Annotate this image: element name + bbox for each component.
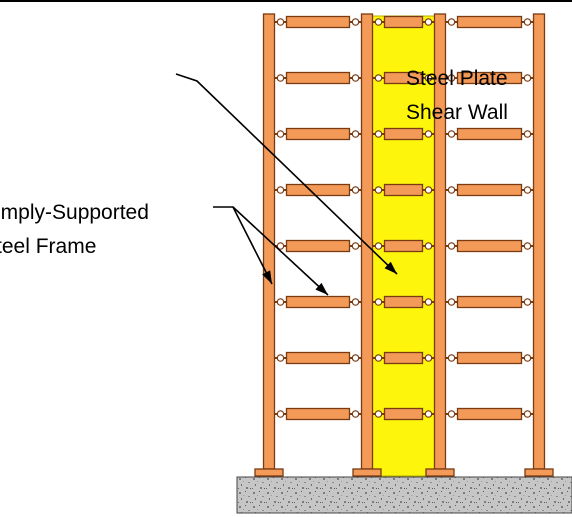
beam [285, 71, 351, 85]
pin-connection-icon [424, 18, 433, 26]
pin-connection-icon [523, 410, 532, 418]
shear-wall-label-line1: Steel Plate [406, 67, 508, 90]
pin-connection-icon [276, 354, 285, 362]
pin-connection-icon [424, 130, 433, 138]
pin-connection-icon [276, 410, 285, 418]
pin-connection-icon [447, 242, 456, 250]
beam [285, 183, 351, 197]
frame-label-line1: Simply-Supported [0, 201, 149, 224]
beam [383, 407, 424, 421]
pin-connection-icon [523, 130, 532, 138]
pin-connection-icon [523, 186, 532, 194]
shear-wall-label-line2: Shear Wall [406, 101, 508, 124]
column-base-plate [425, 468, 455, 477]
beam [285, 127, 351, 141]
leader-arrow-icon [384, 261, 397, 274]
beam [285, 239, 351, 253]
pin-connection-icon [447, 18, 456, 26]
pin-connection-icon [351, 130, 360, 138]
column [262, 13, 276, 470]
column-base-plate [254, 468, 284, 477]
column-base-plate [524, 468, 554, 477]
beam [285, 351, 351, 365]
column [532, 13, 546, 470]
beam [285, 407, 351, 421]
pin-connection-icon [276, 18, 285, 26]
beam [383, 239, 424, 253]
pin-connection-icon [276, 130, 285, 138]
beam [285, 295, 351, 309]
pin-connection-icon [374, 74, 383, 82]
pin-connection-icon [424, 74, 433, 82]
beam [456, 295, 523, 309]
pin-connection-icon [351, 410, 360, 418]
pin-connection-icon [424, 410, 433, 418]
beam [383, 127, 424, 141]
pin-connection-icon [374, 354, 383, 362]
pin-connection-icon [523, 242, 532, 250]
frame-label: Simply-Supported Steel Frame [0, 196, 149, 264]
shear-wall-leader [175, 73, 398, 275]
foundation-slab [236, 476, 572, 514]
frame-leader-beam [232, 206, 329, 296]
pin-connection-icon [447, 130, 456, 138]
pin-connection-icon [351, 354, 360, 362]
leader-arrow-icon [262, 270, 272, 284]
beam [456, 183, 523, 197]
pin-connection-icon [351, 18, 360, 26]
beam [456, 351, 523, 365]
pin-connection-icon [523, 354, 532, 362]
top-border [0, 0, 572, 2]
beam [383, 351, 424, 365]
beam [456, 239, 523, 253]
pin-connection-icon [447, 186, 456, 194]
pin-connection-icon [523, 74, 532, 82]
pin-connection-icon [447, 74, 456, 82]
pin-connection-icon [374, 298, 383, 306]
pin-connection-icon [447, 354, 456, 362]
pin-connection-icon [424, 186, 433, 194]
beam [456, 15, 523, 29]
pin-connection-icon [351, 186, 360, 194]
column-base-plate [352, 468, 382, 477]
pin-connection-icon [424, 354, 433, 362]
leader-arrow-icon [315, 282, 328, 295]
beam [456, 127, 523, 141]
pin-connection-icon [374, 410, 383, 418]
pin-connection-icon [447, 298, 456, 306]
pin-connection-icon [424, 242, 433, 250]
beam [285, 15, 351, 29]
beam [383, 295, 424, 309]
pin-connection-icon [447, 410, 456, 418]
pin-connection-icon [276, 74, 285, 82]
pin-connection-icon [351, 242, 360, 250]
shear-wall-label: Steel Plate Shear Wall [406, 62, 508, 130]
pin-connection-icon [523, 298, 532, 306]
pin-connection-icon [424, 298, 433, 306]
pin-connection-icon [276, 186, 285, 194]
beam [383, 183, 424, 197]
beam [456, 407, 523, 421]
pin-connection-icon [374, 130, 383, 138]
pin-connection-icon [276, 298, 285, 306]
pin-connection-icon [276, 242, 285, 250]
pin-connection-icon [374, 18, 383, 26]
pin-connection-icon [351, 298, 360, 306]
pin-connection-icon [374, 242, 383, 250]
pin-connection-icon [351, 74, 360, 82]
beam [383, 15, 424, 29]
pin-connection-icon [523, 18, 532, 26]
pin-connection-icon [374, 186, 383, 194]
frame-label-line2: Steel Frame [0, 235, 97, 258]
